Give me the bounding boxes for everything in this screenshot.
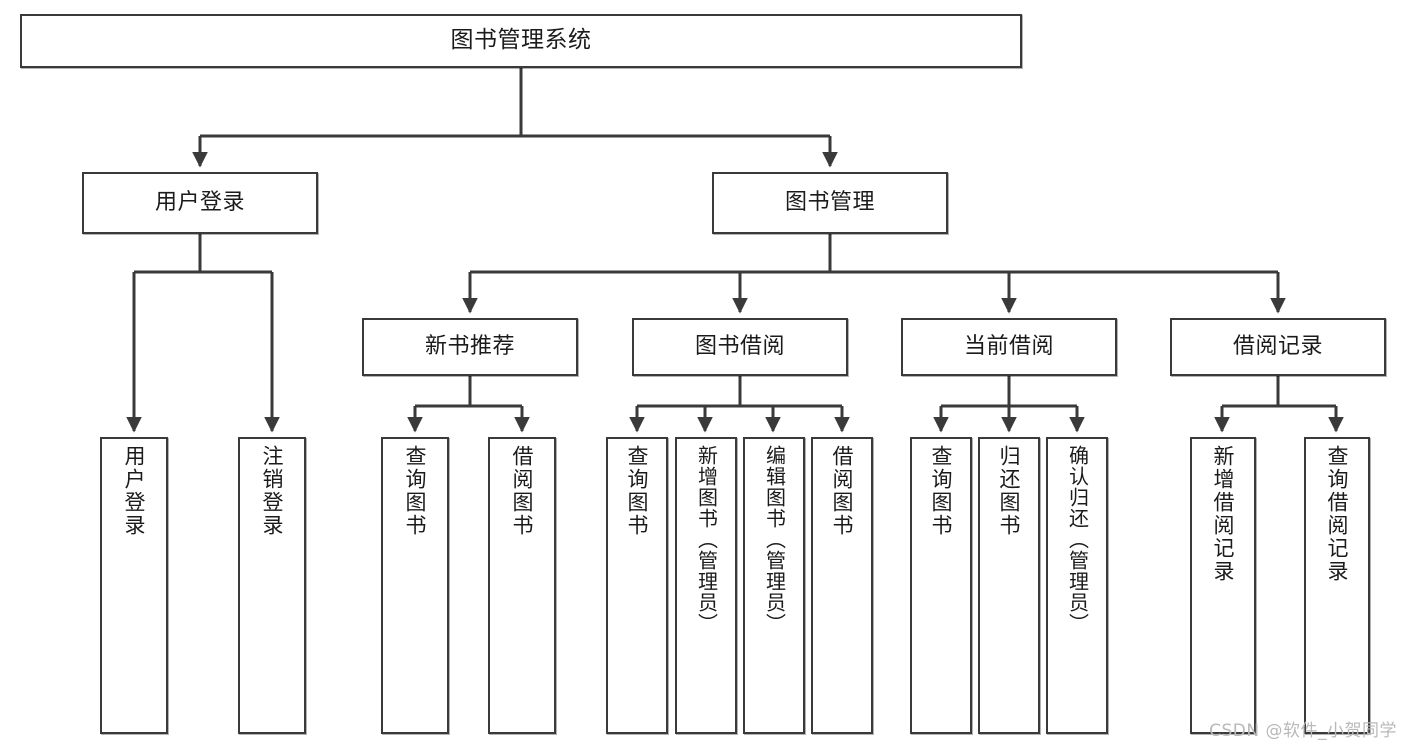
node-root-label: 图书管理系统 bbox=[450, 27, 592, 54]
leaf-borrow-borrow-book-label: 借阅图书 bbox=[830, 445, 855, 537]
leaf-newbook-borrow-book[interactable]: 借阅图书 bbox=[488, 437, 556, 734]
node-book-management[interactable]: 图书管理 bbox=[712, 172, 948, 234]
leaf-current-confirm-return[interactable]: 确认归还（管理员） bbox=[1046, 437, 1108, 734]
leaf-current-confirm-return-label: 确认归还（管理员） bbox=[1065, 445, 1090, 634]
node-user-login-label: 用户登录 bbox=[154, 190, 245, 216]
leaf-borrow-query-book-label: 查询图书 bbox=[625, 445, 650, 537]
leaf-newbook-query-book[interactable]: 查询图书 bbox=[381, 437, 449, 734]
node-borrow-record[interactable]: 借阅记录 bbox=[1170, 318, 1386, 376]
leaf-record-add-record[interactable]: 新增借阅记录 bbox=[1190, 437, 1256, 734]
leaf-borrow-add-book-label: 新增图书（管理员） bbox=[694, 445, 719, 634]
node-current-borrow[interactable]: 当前借阅 bbox=[901, 318, 1117, 376]
node-user-login[interactable]: 用户登录 bbox=[82, 172, 318, 234]
leaf-current-return-book[interactable]: 归还图书 bbox=[978, 437, 1040, 734]
node-book-borrow[interactable]: 图书借阅 bbox=[632, 318, 848, 376]
node-book-management-label: 图书管理 bbox=[784, 190, 875, 216]
leaf-borrow-add-book[interactable]: 新增图书（管理员） bbox=[675, 437, 737, 734]
leaf-record-add-record-label: 新增借阅记录 bbox=[1211, 445, 1236, 583]
node-current-borrow-label: 当前借阅 bbox=[963, 334, 1054, 360]
leaf-current-query-book[interactable]: 查询图书 bbox=[910, 437, 972, 734]
watermark-text: CSDN @软件_小贺同学 bbox=[1209, 721, 1397, 741]
node-root[interactable]: 图书管理系统 bbox=[20, 14, 1022, 68]
leaf-user-logout-label: 注销登录 bbox=[260, 445, 285, 537]
leaf-borrow-borrow-book[interactable]: 借阅图书 bbox=[811, 437, 873, 734]
node-new-book-recommend[interactable]: 新书推荐 bbox=[362, 318, 578, 376]
leaf-newbook-borrow-book-label: 借阅图书 bbox=[510, 445, 535, 537]
leaf-current-query-book-label: 查询图书 bbox=[929, 445, 954, 537]
node-borrow-record-label: 借阅记录 bbox=[1232, 334, 1323, 360]
leaf-borrow-edit-book-label: 编辑图书（管理员） bbox=[762, 445, 787, 634]
leaf-record-query-record-label: 查询借阅记录 bbox=[1325, 445, 1350, 583]
leaf-newbook-query-book-label: 查询图书 bbox=[403, 445, 428, 537]
leaf-user-login-label: 用户登录 bbox=[122, 445, 147, 537]
leaf-record-query-record[interactable]: 查询借阅记录 bbox=[1304, 437, 1370, 734]
node-new-book-recommend-label: 新书推荐 bbox=[424, 334, 515, 360]
leaf-borrow-edit-book[interactable]: 编辑图书（管理员） bbox=[743, 437, 805, 734]
leaf-user-login[interactable]: 用户登录 bbox=[100, 437, 168, 734]
leaf-user-logout[interactable]: 注销登录 bbox=[238, 437, 306, 734]
leaf-current-return-book-label: 归还图书 bbox=[997, 445, 1022, 537]
node-book-borrow-label: 图书借阅 bbox=[694, 334, 785, 360]
leaf-borrow-query-book[interactable]: 查询图书 bbox=[606, 437, 668, 734]
